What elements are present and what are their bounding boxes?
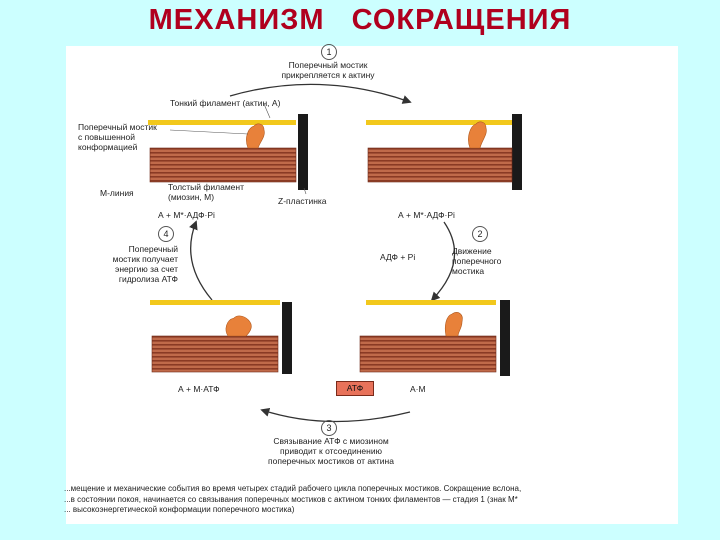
- leader-z-line: [303, 187, 307, 195]
- myosin-head: [468, 121, 487, 149]
- state-adp-pi: АДФ + Pi: [380, 252, 416, 262]
- step2-text: Движение поперечного мостика: [452, 246, 502, 276]
- step1-text: Поперечный мостик прикрепляется к актину: [281, 60, 375, 80]
- state-right: А + М*·АДФ·Pi: [398, 210, 455, 220]
- step-number-4: 4: [158, 226, 174, 242]
- thin-filament: [366, 300, 496, 305]
- state-am: А·М: [410, 384, 426, 394]
- label-crossbridge-high: Поперечный мостик с повышенной конформац…: [78, 122, 157, 152]
- label-m-line: М-линия: [100, 188, 134, 198]
- sarcomere-bottom-left: [150, 300, 292, 374]
- myosin-head: [246, 123, 265, 149]
- figure-caption: ...мещение и механические события во вре…: [64, 484, 522, 514]
- state-left: А + М*·АДФ·Pi: [158, 210, 215, 220]
- sarcomere-top-right: [366, 114, 522, 190]
- z-line: [298, 114, 308, 190]
- myosin-head: [225, 315, 252, 337]
- thin-filament: [150, 300, 280, 305]
- z-line: [512, 114, 522, 190]
- arrow-step1: [229, 83, 412, 104]
- diagram-panel: [66, 46, 678, 524]
- arrow-step3: [260, 407, 411, 423]
- state-amatp: А + М·АТФ: [178, 384, 220, 394]
- step3-text: Связывание АТФ с миозином приводит к отс…: [268, 436, 394, 466]
- thin-filament: [366, 120, 512, 125]
- step4-text: Поперечный мостик получает энергию за сч…: [112, 244, 178, 284]
- leader-thin-filament: [263, 103, 271, 119]
- step-number-1: 1: [321, 44, 337, 60]
- step-number-2: 2: [472, 226, 488, 242]
- z-line: [500, 300, 510, 376]
- atp-badge: АТФ: [336, 381, 374, 396]
- sarcomere-bottom-right: [359, 300, 510, 376]
- myosin-head: [444, 312, 463, 337]
- arrow-step4: [189, 220, 213, 301]
- thick-filament: [151, 335, 279, 373]
- label-z-line: Z-пластинка: [278, 196, 327, 206]
- arrow-step2: [430, 221, 456, 302]
- thick-filament: [359, 335, 497, 373]
- page-title: МЕХАНИЗМ СОКРАЩЕНИЯ: [148, 4, 572, 36]
- leader-crossbridge: [169, 129, 249, 135]
- thick-filament: [367, 147, 513, 183]
- label-thin-filament: Тонкий филамент (актин, А): [170, 98, 281, 108]
- step-number-3: 3: [321, 420, 337, 436]
- label-thick-filament: Толстый филамент (миозин, М): [168, 182, 244, 202]
- thin-filament: [148, 120, 296, 125]
- thick-filament: [149, 147, 297, 183]
- z-line: [282, 302, 292, 374]
- sarcomere-top-left: [148, 114, 308, 190]
